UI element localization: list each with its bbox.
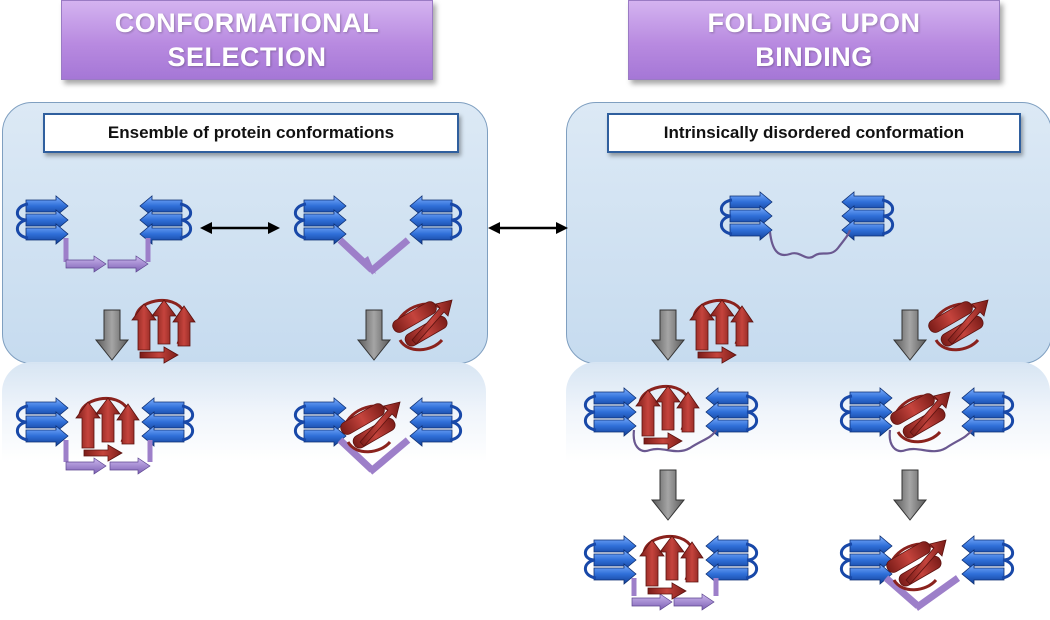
folded-complex-helix-right (839, 534, 1015, 611)
folding-upon-binding-title: FOLDING UPON BINDING (707, 8, 921, 72)
ligand-helix-left (388, 296, 454, 352)
ligand-helix-right (924, 296, 990, 352)
bound-complex-sheet-left (15, 396, 195, 475)
equilibrium-double-arrow-2 (486, 220, 570, 236)
folding-arrow-right-1 (651, 469, 685, 521)
disordered-label: Intrinsically disordered conformation (663, 123, 965, 142)
folding-upon-binding-header: FOLDING UPON BINDING (628, 0, 1000, 80)
conformational-selection-title: CONFORMATIONAL SELECTION (114, 8, 380, 72)
encounter-complex-helix-right (839, 386, 1015, 453)
disordered-conformation (719, 190, 895, 259)
binding-arrow-right-2 (893, 309, 927, 361)
conformation-v-shaped (293, 194, 463, 275)
folded-complex-sheet-right (583, 534, 759, 611)
conformational-selection-header: CONFORMATIONAL SELECTION (61, 0, 433, 80)
bound-complex-helix-left (293, 396, 463, 475)
conformation-u-shaped (15, 194, 193, 273)
disordered-label-box: Intrinsically disordered conformation (607, 113, 1021, 153)
ligand-sheet-right (688, 298, 755, 365)
binding-arrow-right-1 (651, 309, 685, 361)
encounter-complex-sheet-right (583, 384, 759, 453)
ligand-sheet-left (130, 298, 197, 365)
binding-arrow-left-2 (357, 309, 391, 361)
equilibrium-double-arrow-1 (198, 220, 282, 236)
ensemble-label-box: Ensemble of protein conformations (43, 113, 459, 153)
folding-arrow-right-2 (893, 469, 927, 521)
binding-arrow-left-1 (95, 309, 129, 361)
ensemble-label: Ensemble of protein conformations (107, 123, 395, 142)
